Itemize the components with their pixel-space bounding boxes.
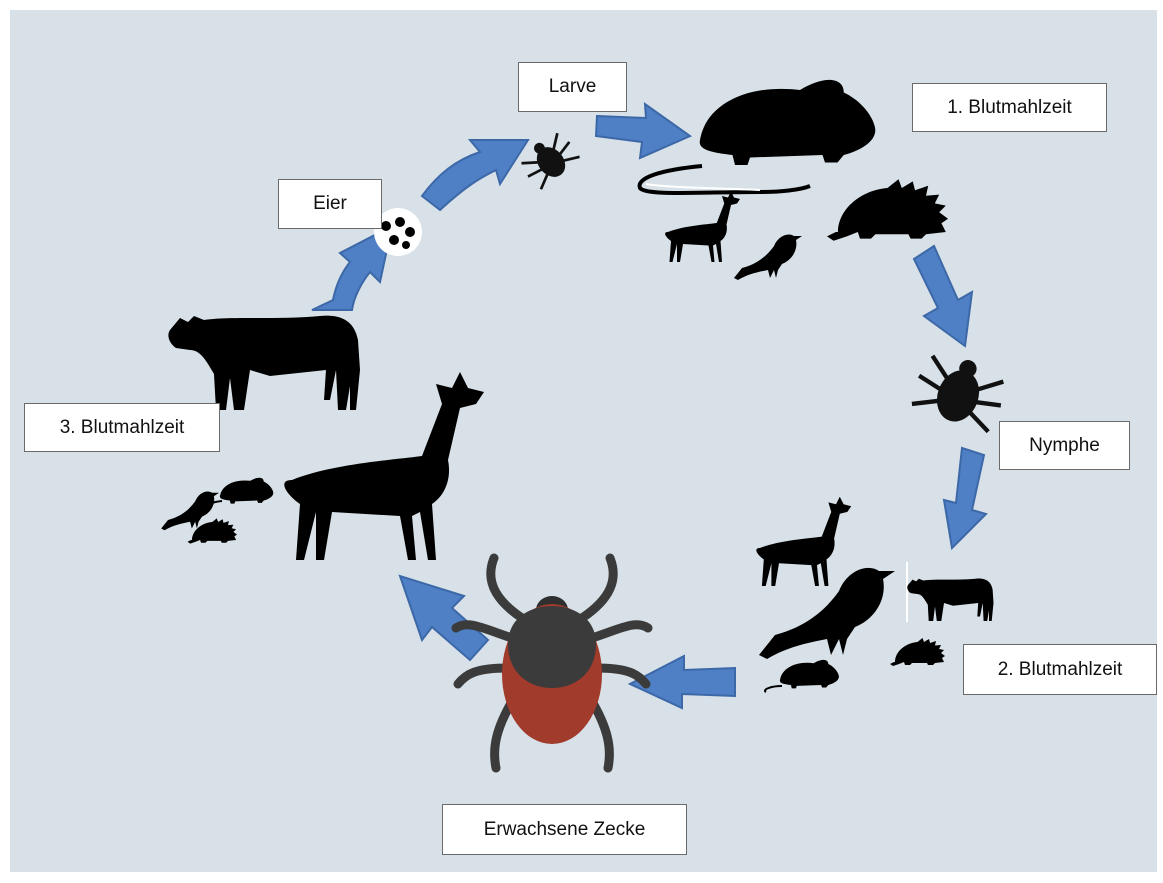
diagram-graphics <box>161 79 1157 773</box>
mouse-tail <box>206 500 223 508</box>
deer-icon <box>284 372 484 560</box>
bird-icon <box>734 234 802 280</box>
arrow-meal1-to-nymphe <box>912 244 974 348</box>
mouse-tail-highlight <box>645 183 761 191</box>
deer-icon <box>665 191 740 262</box>
hedgehog-icon <box>827 179 948 241</box>
label-nymphe: Nymphe <box>999 421 1130 470</box>
egg-cluster-icon <box>374 208 422 256</box>
mouse-icon <box>699 79 876 165</box>
label-eier: Eier <box>278 179 382 229</box>
label-blutmahlzeit-3: 3. Blutmahlzeit <box>24 403 220 452</box>
label-larve: Larve <box>518 62 627 112</box>
arrow-adult-to-meal3 <box>398 574 490 662</box>
mouse-tail <box>637 164 811 195</box>
adult-tick-icon <box>451 553 653 773</box>
cycle-arrows <box>311 101 988 710</box>
hedgehog-icon <box>890 638 945 666</box>
cow-icon <box>168 315 360 410</box>
arrow-eier-to-larve <box>420 139 530 212</box>
label-blutmahlzeit-1: 1. Blutmahlzeit <box>912 83 1107 132</box>
mouse-icon <box>219 477 274 504</box>
mouse-tail <box>764 685 783 693</box>
arrow-larve-to-meal1 <box>594 101 693 160</box>
nymph-tick-icon <box>908 346 1012 436</box>
mouse-icon <box>779 659 839 689</box>
larva-tick-icon <box>513 125 584 194</box>
tick-lifecycle-diagram: Larve 1. Blutmahlzeit Eier Nymphe 2. Blu… <box>10 10 1157 872</box>
arrow-meal2-to-adult <box>627 654 736 710</box>
label-erwachsene-zecke: Erwachsene Zecke <box>442 804 687 855</box>
cow-icon <box>907 578 994 621</box>
label-blutmahlzeit-2: 2. Blutmahlzeit <box>963 644 1157 695</box>
deer-icon <box>756 496 852 586</box>
arrow-nymphe-to-meal2 <box>942 446 988 551</box>
